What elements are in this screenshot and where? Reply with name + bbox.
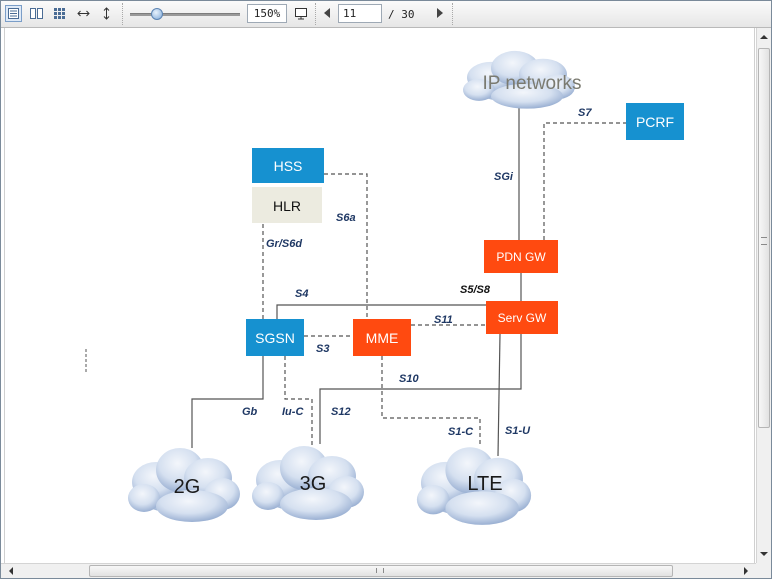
gb-interface-label: Gb: [242, 406, 258, 418]
document-page: IP networks 2G 3G LTE PCRF: [4, 28, 755, 563]
hlr-node: HLR: [252, 187, 322, 223]
hss-label: HSS: [274, 158, 303, 174]
two-page-view-icon: [30, 8, 43, 19]
single-page-view-icon: [8, 8, 19, 19]
pdn-gw-label: PDN GW: [496, 250, 546, 264]
2g-label: 2G: [174, 476, 201, 498]
vertical-scrollbar[interactable]: [756, 28, 771, 563]
zoom-slider-track[interactable]: [130, 13, 240, 16]
s1-c-link: [381, 356, 481, 446]
mme-label: MME: [366, 330, 399, 346]
scroll-down-button[interactable]: [757, 547, 771, 561]
fullscreen-button[interactable]: [292, 5, 309, 22]
lte-label: LTE: [467, 473, 502, 495]
sgsn-label: SGSN: [255, 330, 295, 346]
ip-networks-label: IP networks: [483, 73, 582, 94]
fit-height-button[interactable]: [98, 5, 115, 22]
scrollbar-corner: [756, 563, 771, 578]
scroll-right-button[interactable]: [739, 564, 753, 578]
toolbar-separator: [122, 3, 123, 25]
gr-s6d-interface-label: Gr/S6d: [266, 238, 302, 250]
document-viewport[interactable]: IP networks 2G 3G LTE PCRF: [1, 28, 756, 563]
s7-interface-label: S7: [578, 107, 592, 119]
horizontal-scrollbar[interactable]: [1, 563, 756, 578]
s11-interface-label: S11: [434, 314, 453, 326]
arrow-left-icon: [9, 567, 13, 575]
total-pages-label: / 30: [388, 8, 415, 21]
zoom-level-input[interactable]: 150%: [247, 4, 287, 23]
arrow-down-icon: [760, 552, 768, 556]
current-page-input[interactable]: 11: [338, 4, 382, 23]
iu-c-interface-label: Iu-C: [282, 406, 304, 418]
monitor-icon: [294, 8, 307, 20]
serv-gw-node: Serv GW: [486, 301, 558, 334]
pcrf-node: PCRF: [626, 103, 684, 140]
fit-width-button[interactable]: [75, 5, 92, 22]
horizontal-scroll-thumb[interactable]: [89, 565, 673, 577]
iu-c-link: [284, 356, 313, 446]
s4-interface-label: S4: [295, 288, 308, 300]
pdn-gw-node: PDN GW: [484, 240, 558, 273]
3g-label: 3G: [300, 473, 327, 495]
previous-page-arrow-icon[interactable]: [324, 8, 330, 18]
network-architecture-diagram: IP networks 2G 3G LTE PCRF: [85, 50, 684, 525]
thumbnail-grid-icon: [54, 8, 65, 19]
s6a-link: [324, 173, 368, 319]
scroll-grip-icon: [376, 568, 384, 573]
toolbar: 150% 11 / 30: [1, 1, 771, 28]
fit-height-icon: [103, 7, 110, 20]
sgi-interface-label: SGi: [494, 171, 514, 183]
single-page-view-button[interactable]: [5, 5, 22, 22]
s12-interface-label: S12: [331, 406, 351, 418]
s1-u-link: [497, 333, 501, 457]
vertical-scroll-thumb[interactable]: [758, 48, 770, 428]
s7-link: [543, 122, 626, 240]
s1-u-interface-label: S1-U: [505, 425, 531, 437]
hss-node: HSS: [252, 148, 324, 183]
scroll-up-button[interactable]: [757, 30, 771, 44]
hlr-label: HLR: [273, 198, 301, 214]
pcrf-label: PCRF: [636, 114, 674, 130]
s3-interface-label: S3: [316, 343, 329, 355]
next-page-arrow-icon[interactable]: [437, 8, 443, 18]
toolbar-separator: [315, 3, 316, 25]
scroll-left-button[interactable]: [4, 564, 18, 578]
arrow-up-icon: [760, 35, 768, 39]
fit-width-icon: [77, 10, 90, 17]
zoom-slider-thumb[interactable]: [151, 8, 163, 20]
iu-u-s12-link: [319, 334, 522, 444]
s10-interface-label: S10: [399, 373, 419, 385]
s1-c-interface-label: S1-C: [448, 426, 474, 438]
thumbnail-grid-button[interactable]: [51, 5, 68, 22]
gb-link: [191, 356, 264, 448]
s5-s8-interface-label: S5/S8: [460, 284, 491, 296]
scroll-grip-icon: [761, 237, 767, 245]
sgsn-node: SGSN: [246, 319, 304, 356]
two-page-view-button[interactable]: [28, 5, 45, 22]
toolbar-separator: [452, 3, 453, 25]
arrow-right-icon: [744, 567, 748, 575]
s6a-interface-label: S6a: [336, 212, 356, 224]
s4-link: [276, 304, 486, 319]
serv-gw-label: Serv GW: [498, 311, 547, 325]
mme-node: MME: [353, 319, 411, 356]
